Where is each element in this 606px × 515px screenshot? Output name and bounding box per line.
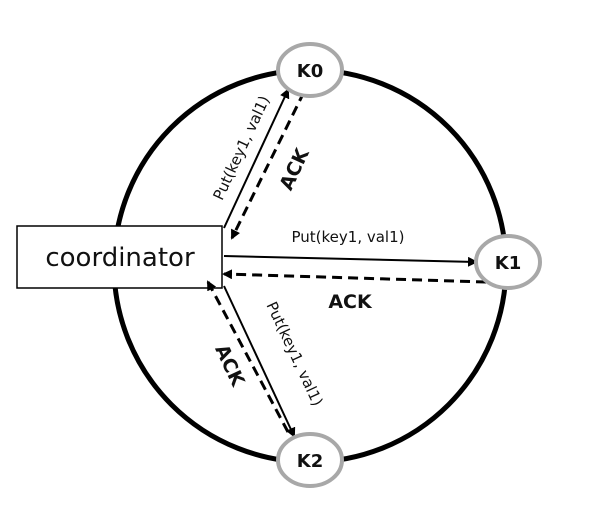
coordinator-label: coordinator [45,243,195,273]
put-label-k1: Put(key1, val1) [292,228,405,246]
ack-label-k1: ACK [328,291,373,313]
ack-arrow-k1 [222,269,487,284]
node-k1-label: K1 [495,253,521,274]
put-arrow-k2 [223,285,296,438]
node-k1[interactable]: K1 [474,234,542,290]
ack-arrow-k0 [230,91,306,240]
put-label-k2: Put(key1, val1) [262,299,326,409]
put-arrow-k1 [223,255,478,267]
node-k2-label: K2 [297,451,323,472]
node-k0-label: K0 [297,61,323,82]
put-arrow-k0 [223,88,290,229]
coordinator-box[interactable]: coordinator [16,225,223,289]
ack-label-k2: ACK [210,341,249,391]
node-k2[interactable]: K2 [276,432,344,488]
ack-arrow-k2 [206,280,290,433]
ack-label-k0: ACK [275,144,314,194]
node-k0[interactable]: K0 [276,42,344,98]
put-label-k0: Put(key1, val1) [209,93,273,203]
